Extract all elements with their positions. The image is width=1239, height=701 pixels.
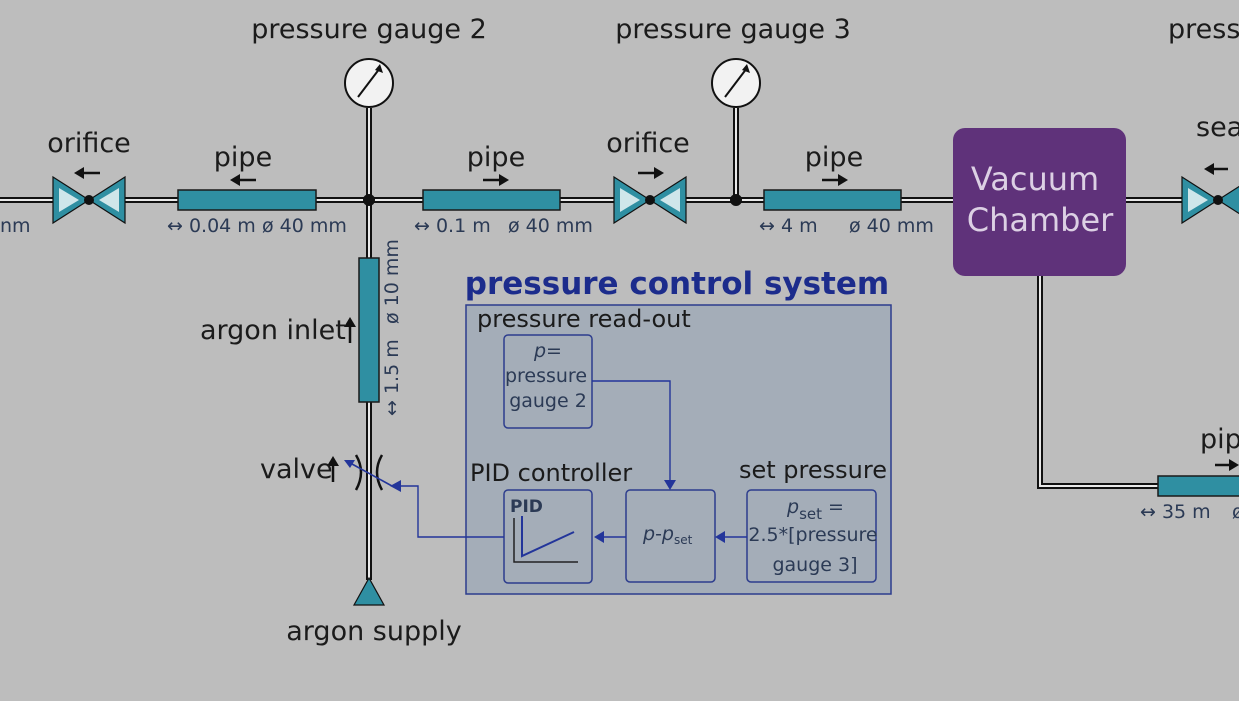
left-edge-dimension: nm: [0, 215, 31, 237]
chamber-label-line1: Vacuum: [971, 160, 1099, 198]
pipe-segment-1: [177, 189, 317, 211]
flow-arrow-up-icon: [327, 456, 339, 482]
pipe2-label: pipe: [467, 142, 525, 173]
flow-arrow-left-icon: [230, 174, 256, 186]
orifice-mid-label: orifice: [606, 128, 690, 159]
pipe-segment-right: [1157, 475, 1239, 497]
argon-supply-label: argon supply: [286, 616, 461, 647]
signal-lines: [390, 380, 747, 543]
setpoint-label: set pressure: [739, 456, 887, 484]
pipe2-length: ↔ 0.1 m: [414, 215, 491, 237]
right-pipe-diameter: ø: [1232, 501, 1239, 523]
pipe-right-label: pip: [1200, 424, 1239, 455]
orifice-left-label: orifice: [47, 128, 131, 159]
readout-line3: gauge 2: [509, 390, 587, 412]
orifice-left-icon: [52, 175, 126, 225]
flow-arrow-up-icon: [344, 317, 356, 343]
setpoint-line2: 2.5*[pressure: [748, 524, 877, 546]
readout-line2: pressure: [505, 365, 587, 387]
inlet-diameter: ø 10 mm: [381, 239, 403, 324]
seal-valve-icon: [1181, 175, 1239, 225]
gauge-3-icon: [711, 58, 761, 108]
orifice-mid-icon: [613, 175, 687, 225]
gauge-2-icon: [344, 58, 394, 108]
gauge3-label: pressure gauge 3: [615, 14, 851, 45]
flow-arrow-right-icon: [483, 174, 509, 186]
flow-arrow-left-icon: [74, 167, 100, 179]
needle-valve-icon: [344, 454, 393, 491]
pipe3-label: pipe: [805, 142, 863, 173]
pipe1-label: pipe: [214, 142, 272, 173]
pipe-segment-3: [763, 189, 902, 211]
pid-response-icon: [513, 516, 578, 563]
difference-box: [625, 489, 716, 583]
pipe1-length: ↔ 0.04 m: [167, 215, 256, 237]
readout-label: pressure read-out: [477, 305, 691, 333]
pipe2-diameter: ø 40 mm: [508, 215, 593, 237]
flow-arrow-left-icon: [1204, 163, 1228, 175]
junction-dot: [730, 194, 742, 206]
gauge-right-label: pressu: [1168, 14, 1239, 45]
setpoint-line1: pset =: [786, 496, 844, 523]
flow-arrow-right-icon: [638, 167, 664, 179]
pid-box-text: PID: [510, 497, 543, 517]
argon-inlet-label: argon inlet: [200, 315, 346, 346]
argon-supply-icon: [352, 576, 386, 606]
chamber-label-line2: Chamber: [967, 201, 1114, 239]
pipe1-diameter: ø 40 mm: [262, 215, 347, 237]
setpoint-line3: gauge 3]: [772, 554, 857, 576]
seal-label: sea: [1196, 112, 1239, 143]
inlet-length: ↔ 1.5 m: [381, 339, 403, 416]
right-pipe-length: ↔ 35 m: [1140, 501, 1211, 523]
valve-label: valve: [260, 454, 333, 485]
gauge2-label: pressure gauge 2: [251, 14, 487, 45]
difference-text: p-pset: [642, 523, 693, 547]
pipe3-diameter: ø 40 mm: [849, 215, 934, 237]
control-system-title: pressure control system: [465, 266, 889, 302]
pid-label: PID controller: [470, 459, 632, 487]
flow-arrow-right-icon: [822, 174, 848, 186]
flow-arrow-right-icon: [1215, 459, 1239, 471]
readout-line1: p=: [533, 340, 562, 362]
junction-dot: [363, 194, 375, 206]
pipe-segment-2: [422, 189, 561, 211]
setpoint-box: [746, 489, 877, 583]
vacuum-chamber: [953, 128, 1126, 276]
pipe3-length: ↔ 4 m: [759, 215, 818, 237]
argon-inlet-pipe: [358, 257, 380, 403]
